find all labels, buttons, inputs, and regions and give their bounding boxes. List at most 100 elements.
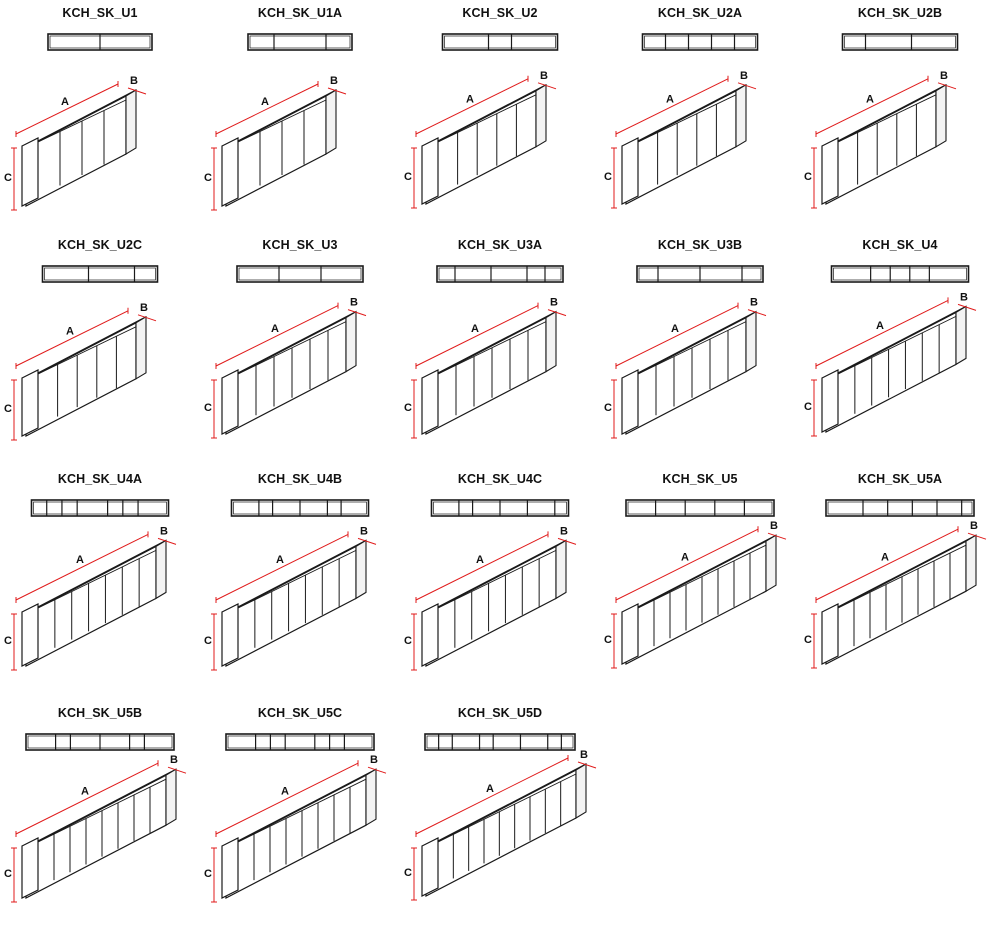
dimension-label-b: B — [370, 754, 378, 766]
cabinet-top-lip — [37, 326, 137, 375]
dimension-label-b: B — [540, 70, 548, 82]
dimension-line-a — [415, 305, 539, 367]
plan-view-outline — [236, 265, 364, 283]
cabinet-right-end — [535, 83, 547, 148]
cabinet-right-end — [365, 768, 377, 827]
plan-view-inner — [827, 501, 973, 515]
cabinet-end-panel — [821, 603, 839, 665]
cabinet-front-face — [825, 89, 937, 205]
plan-view-outline — [625, 499, 775, 517]
dimension-label-b: B — [350, 297, 358, 309]
dimension-line-b — [557, 537, 577, 545]
plan-view-inner — [833, 267, 967, 281]
dimension-label-b: B — [560, 525, 568, 537]
unit-code-label: KCH_SK_U1A — [257, 6, 343, 20]
dimension-label-a: A — [486, 783, 494, 795]
dimension-label-c: C — [404, 171, 412, 183]
dimension-label-c: C — [804, 634, 812, 646]
plan-view-outline — [441, 33, 559, 51]
dimension-line-b — [127, 87, 147, 95]
dimension-label-c: C — [4, 172, 12, 184]
dimension-label-c: C — [604, 171, 612, 183]
cabinet-end-panel — [221, 369, 239, 435]
cabinet-end-panel — [221, 137, 239, 207]
cabinet-top-lip — [637, 544, 767, 609]
dimension-line-b — [957, 303, 977, 311]
dimension-label-c: C — [804, 171, 812, 183]
cabinet-right-end — [545, 310, 557, 373]
plan-view-inner — [238, 267, 362, 281]
cabinet-right-end — [135, 315, 147, 380]
dimension-line-a — [615, 528, 759, 601]
cabinet-right-end — [735, 83, 747, 148]
cabinet-end-panel — [621, 137, 639, 205]
plan-view-outline — [41, 265, 159, 283]
cabinet-right-end — [555, 539, 567, 600]
unit-code-label: KCH_SK_U2C — [57, 238, 143, 252]
cabinet-end-panel — [221, 837, 239, 899]
cabinet-front-face — [225, 545, 357, 667]
unit-drawing: ABC — [804, 33, 959, 209]
cabinet-top-lip — [37, 549, 157, 609]
dimension-label-c: C — [204, 868, 212, 880]
dimension-label-a: A — [81, 786, 89, 798]
plan-view-outline — [247, 33, 353, 51]
dimension-label-c: C — [4, 868, 12, 880]
unit-code-label: KCH_SK_U3B — [657, 238, 743, 252]
dimension-label-b: B — [160, 525, 168, 537]
cabinet-end-panel — [621, 603, 639, 665]
isometric-cabinet: ABC — [604, 297, 767, 439]
isometric-cabinet: ABC — [204, 75, 347, 211]
dimension-line-b — [367, 766, 387, 774]
cabinet-end-panel — [21, 137, 39, 207]
unit-drawing: ABC — [4, 733, 187, 903]
dimension-label-a: A — [271, 323, 279, 335]
dimension-line-a — [15, 762, 159, 835]
plan-view-outline — [825, 499, 975, 517]
plan-view-inner — [644, 35, 756, 49]
unit-code-label: KCH_SK_U4B — [257, 472, 343, 486]
plan-view-inner — [44, 267, 156, 281]
isometric-cabinet: ABC — [204, 525, 377, 671]
dimension-label-b: B — [750, 297, 758, 309]
plan-view-inner — [844, 35, 956, 49]
unit-drawing: ABC — [804, 265, 977, 437]
unit-code-label: KCH_SK_U3A — [457, 238, 543, 252]
dimension-label-b: B — [130, 75, 138, 87]
dimension-line-a — [15, 83, 119, 135]
dimension-line-b — [167, 766, 187, 774]
unit-code-label: KCH_SK_U1 — [62, 6, 138, 20]
dimension-label-c: C — [804, 401, 812, 413]
plan-view-inner — [627, 501, 773, 515]
cabinet-right-end — [155, 539, 167, 600]
isometric-cabinet: ABC — [804, 291, 977, 437]
unit-drawing: ABC — [404, 265, 567, 439]
unit-drawing: ABC — [4, 33, 153, 211]
cabinet-end-panel — [21, 837, 39, 899]
dimension-line-b — [157, 537, 177, 545]
unit-drawing: ABC — [4, 499, 177, 671]
plan-view-inner — [444, 35, 556, 49]
plan-view-outline — [436, 265, 564, 283]
isometric-cabinet: ABC — [204, 754, 387, 903]
cabinet-top-lip — [837, 94, 937, 143]
dimension-label-a: A — [261, 96, 269, 108]
dimension-label-c: C — [4, 403, 12, 415]
dimension-label-b: B — [140, 302, 148, 314]
dimension-label-c: C — [604, 634, 612, 646]
isometric-cabinet: ABC — [604, 520, 787, 669]
unit-drawing: ABC — [204, 33, 353, 211]
